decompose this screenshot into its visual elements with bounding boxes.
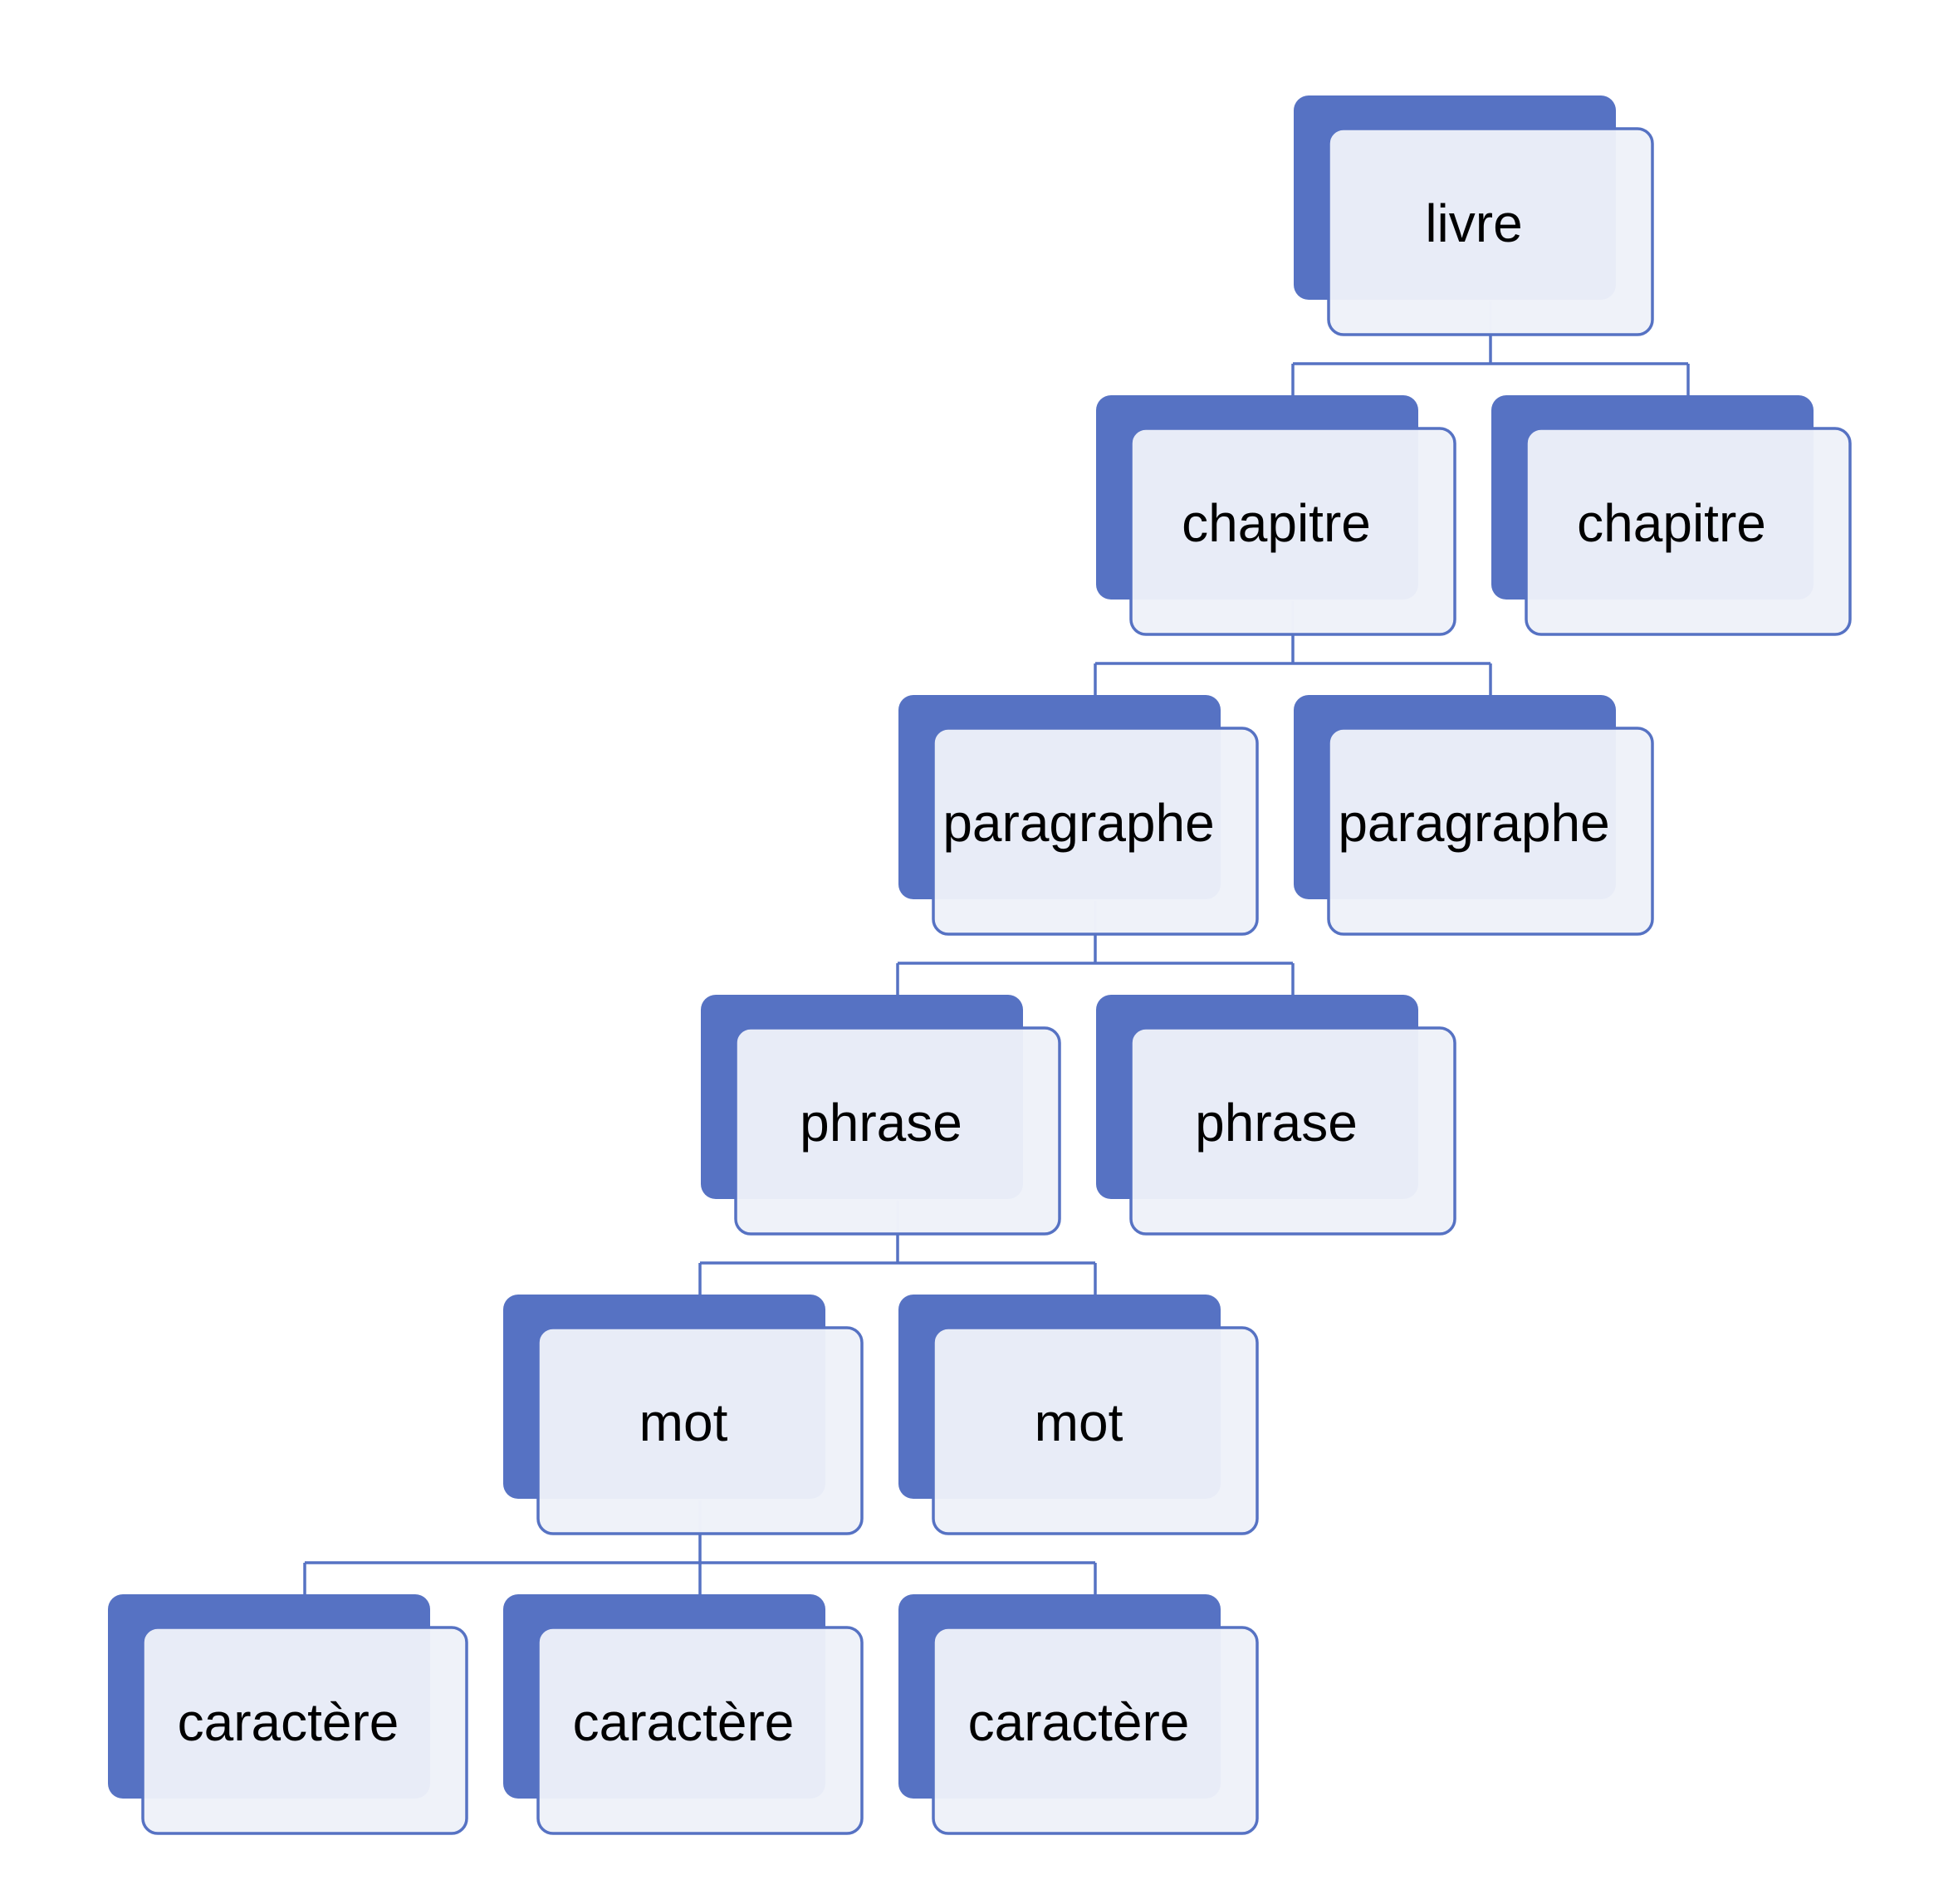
node-label: paragraphe (1338, 793, 1609, 853)
node-n6: phrase (701, 995, 1061, 1236)
node-box (536, 1626, 864, 1835)
node-n4: paragraphe (898, 695, 1259, 936)
node-label: mot (639, 1393, 728, 1452)
node-box (1129, 427, 1456, 636)
nodes-layer: livre chapitre chapitre paragraphe paragraph… (108, 95, 1852, 1835)
node-n3: chapitre (1491, 395, 1852, 636)
node-label: mot (1035, 1393, 1123, 1452)
node-box (932, 727, 1259, 936)
node-n9: mot (898, 1295, 1259, 1535)
node-label: caractère (178, 1692, 399, 1752)
node-label: phrase (800, 1093, 962, 1153)
node-box (1327, 127, 1654, 336)
node-label: caractère (573, 1692, 795, 1752)
node-label: livre (1425, 193, 1522, 253)
node-box (932, 1626, 1259, 1835)
node-n2: chapitre (1096, 395, 1456, 636)
node-label: chapitre (1182, 493, 1371, 553)
node-box (1327, 727, 1654, 936)
node-box (1129, 1026, 1456, 1236)
node-box (1525, 427, 1852, 636)
node-n12: caractère (898, 1594, 1259, 1835)
node-box (734, 1026, 1061, 1236)
node-box (932, 1326, 1259, 1535)
node-n1: livre (1294, 95, 1654, 336)
node-n7: phrase (1096, 995, 1456, 1236)
node-n11: caractère (503, 1594, 864, 1835)
node-n8: mot (503, 1295, 864, 1535)
node-label: phrase (1195, 1093, 1358, 1153)
node-label: caractère (968, 1692, 1190, 1752)
node-label: chapitre (1577, 493, 1766, 553)
node-box (141, 1626, 468, 1835)
node-box (536, 1326, 864, 1535)
node-n10: caractère (108, 1594, 468, 1835)
node-label: paragraphe (942, 793, 1214, 853)
node-n5: paragraphe (1294, 695, 1654, 936)
